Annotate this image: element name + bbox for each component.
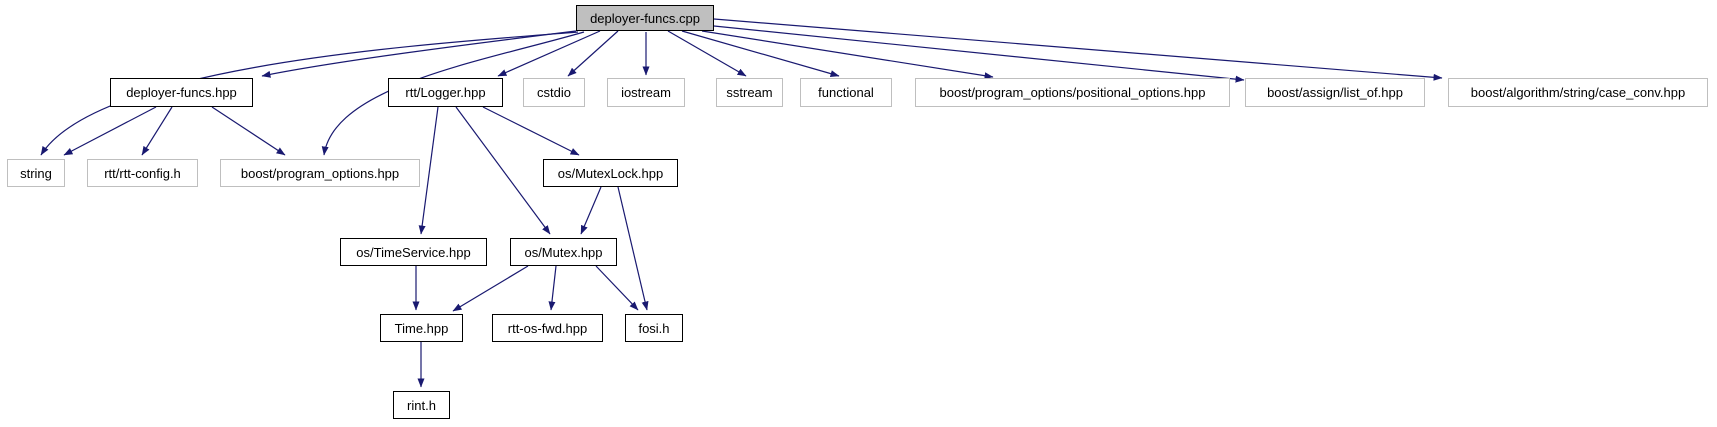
node-label-logger: rtt/Logger.hpp [405, 85, 486, 100]
edge-logger-to-mutexlock [482, 106, 580, 156]
edge-cpp-to-str [40, 31, 579, 156]
node-mutex[interactable]: os/Mutex.hpp [510, 238, 617, 266]
node-time[interactable]: Time.hpp [380, 314, 463, 342]
node-posopt: boost/program_options/positional_options… [915, 78, 1230, 107]
node-rint[interactable]: rint.h [393, 391, 450, 419]
edge-mutex-to-time [452, 265, 529, 312]
node-fosi[interactable]: fosi.h [625, 314, 683, 342]
node-label-sstream: sstream [726, 85, 773, 100]
node-label-listof: boost/assign/list_of.hpp [1267, 85, 1403, 100]
edge-mutexlock-to-mutex [580, 186, 602, 235]
node-hpp[interactable]: deployer-funcs.hpp [110, 78, 253, 107]
node-cfg: rtt/rtt-config.h [87, 159, 198, 187]
edge-hpp-to-po [211, 106, 286, 156]
node-label-fosi: fosi.h [638, 320, 670, 336]
node-label-cpp: deployer-funcs.cpp [590, 10, 700, 26]
node-timeservice[interactable]: os/TimeService.hpp [340, 238, 487, 266]
node-label-hpp: deployer-funcs.hpp [126, 85, 237, 100]
node-label-str: string [20, 165, 52, 181]
node-label-time: Time.hpp [394, 320, 449, 336]
edge-mutexlock-to-fosi [617, 186, 649, 311]
node-label-iostream: iostream [621, 85, 671, 100]
edge-cpp-to-functional [681, 30, 840, 78]
node-po: boost/program_options.hpp [220, 159, 420, 187]
edge-logger-to-mutex [455, 106, 551, 235]
node-label-mutex: os/Mutex.hpp [524, 244, 603, 260]
node-cpp[interactable]: deployer-funcs.cpp [576, 5, 714, 31]
edge-cpp-to-cstdio [567, 30, 619, 77]
node-label-posopt: boost/program_options/positional_options… [939, 85, 1206, 100]
node-label-osfwd: rtt-os-fwd.hpp [507, 320, 588, 336]
node-label-caseconv: boost/algorithm/string/case_conv.hpp [1470, 85, 1686, 100]
node-osfwd[interactable]: rtt-os-fwd.hpp [492, 314, 603, 342]
node-label-timeservice: os/TimeService.hpp [356, 244, 471, 260]
node-iostream: iostream [607, 78, 685, 107]
node-sstream: sstream [716, 78, 783, 107]
node-label-po: boost/program_options.hpp [240, 165, 400, 181]
node-label-cstdio: cstdio [537, 85, 571, 100]
edge-logger-to-timeservice [418, 106, 439, 235]
edge-hpp-to-str [63, 106, 157, 156]
edge-cpp-to-listof [713, 25, 1245, 83]
edge-mutex-to-fosi [595, 265, 639, 311]
node-caseconv: boost/algorithm/string/case_conv.hpp [1448, 78, 1708, 107]
node-functional: functional [800, 78, 892, 107]
node-label-cfg: rtt/rtt-config.h [104, 165, 181, 181]
edge-cpp-to-logger [497, 30, 601, 77]
node-cstdio: cstdio [523, 78, 585, 107]
edge-cpp-to-caseconv [713, 18, 1443, 81]
node-logger[interactable]: rtt/Logger.hpp [388, 78, 503, 107]
edge-cpp-to-sstream [667, 30, 747, 77]
node-label-functional: functional [818, 85, 874, 100]
node-str: string [7, 159, 65, 187]
edge-cpp-to-posopt [701, 30, 994, 80]
edge-cpp-to-hpp [261, 30, 577, 78]
edge-mutex-to-osfwd [548, 265, 557, 311]
node-label-rint: rint.h [407, 397, 436, 413]
edge-hpp-to-cfg [141, 106, 173, 156]
node-listof: boost/assign/list_of.hpp [1245, 78, 1425, 107]
node-label-mutexlock: os/MutexLock.hpp [557, 165, 664, 181]
node-mutexlock[interactable]: os/MutexLock.hpp [543, 159, 678, 187]
